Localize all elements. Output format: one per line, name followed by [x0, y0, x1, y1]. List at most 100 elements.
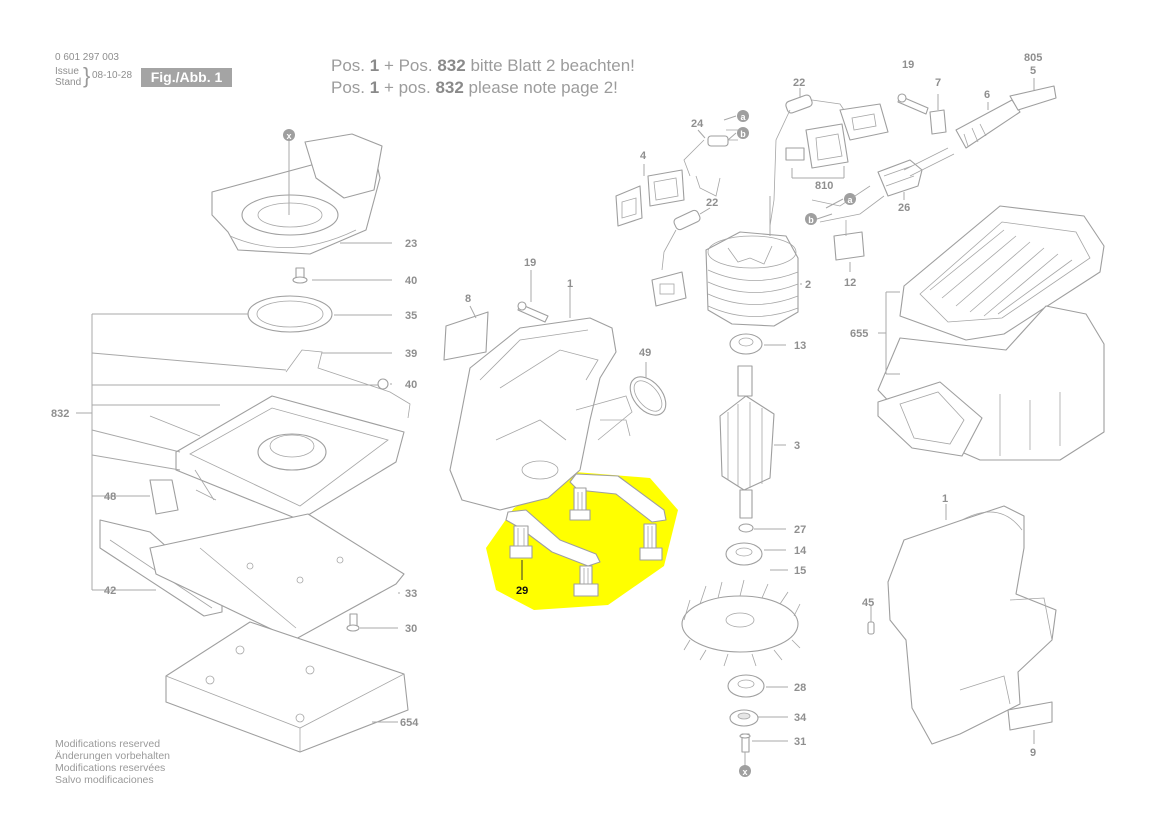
label-48: 48 [104, 491, 116, 503]
spring-pad-48 [149, 479, 217, 515]
footer-line-en: Modifications reserved [55, 738, 161, 750]
label-5: 5 [1030, 65, 1036, 77]
notice-de-post: bitte Blatt 2 beachten! [465, 56, 635, 75]
footer-line-de: Änderungen vorbehalten [55, 750, 171, 762]
cable-wires [811, 147, 955, 223]
label-9: 9 [1030, 747, 1036, 759]
housing-half-1 [449, 284, 633, 511]
label-810: 810 [815, 180, 833, 192]
damping-bracket-29-a[interactable] [569, 473, 667, 561]
marker-x-bottom [739, 765, 751, 777]
label-655: 655 [850, 328, 868, 340]
suppressor-24 [683, 129, 738, 197]
label-22-top: 22 [793, 77, 805, 89]
screw-31 [739, 733, 788, 766]
issue-date: 08-10-28 [92, 70, 133, 81]
label-31: 31 [794, 736, 806, 748]
label-1-right: 1 [942, 493, 948, 505]
notice-de-pre: Pos. [331, 56, 370, 75]
label-6: 6 [984, 89, 990, 101]
label-30: 30 [405, 623, 417, 635]
label-15: 15 [794, 565, 806, 577]
label-40-lower: 40 [405, 379, 417, 391]
screw-30 [346, 613, 398, 632]
terminal-26 [877, 159, 923, 200]
screw-19-center [517, 270, 549, 323]
dust-box-lid-655 [899, 205, 1105, 341]
label-8: 8 [465, 293, 471, 305]
label-35: 35 [405, 310, 417, 322]
date-brace: } [83, 63, 91, 88]
label-13: 13 [794, 340, 806, 352]
armature-3 [719, 365, 786, 519]
label-plate-9 [1007, 701, 1053, 744]
label-34: 34 [794, 712, 807, 724]
label-45: 45 [862, 597, 874, 609]
dust-box-body [877, 305, 1105, 461]
footer-line-es: Salvo modificaciones [55, 774, 154, 786]
label-19-center: 19 [524, 257, 536, 269]
label-14: 14 [794, 545, 807, 557]
figure-badge: Fig./Abb. 1 [141, 68, 232, 87]
oring-49 [629, 362, 667, 416]
pad-base-654 [165, 621, 409, 753]
part-29-highlight[interactable] [486, 472, 678, 610]
housing-half-1-outer [887, 504, 1057, 745]
screw-40-lower [377, 378, 392, 390]
label-832: 832 [51, 408, 69, 420]
circlip-27 [738, 523, 786, 533]
marker-a-right-text: a [847, 195, 853, 205]
marker-a-top [737, 110, 749, 122]
label-42: 42 [104, 585, 116, 597]
notice-en-post: please note page 2! [463, 78, 618, 97]
notice-de-pos1: 1 [369, 56, 380, 75]
marker-x-top-text: x [286, 131, 291, 141]
cable-clamp-7 [929, 94, 947, 135]
marker-b-right-text: b [808, 215, 814, 225]
label-19-right: 19 [902, 59, 914, 71]
label-22-mid: 22 [706, 197, 718, 209]
marker-b-top [737, 127, 749, 139]
label-654: 654 [400, 717, 419, 729]
fan-15 [681, 569, 801, 667]
field-stator-2 [705, 196, 802, 327]
spring-clip-39 [285, 349, 411, 419]
label-40-top: 40 [405, 275, 417, 287]
sanding-pad-33 [149, 513, 405, 641]
notice-line-english: Pos. 1 + pos. 832 please note page 2! [331, 78, 618, 98]
base-plate-frame [149, 395, 405, 521]
label-23: 23 [405, 238, 417, 250]
notice-de-pos2: 832 [437, 56, 466, 75]
label-12: 12 [844, 277, 856, 289]
capacitor-12 [833, 220, 865, 272]
notice-line-german: Pos. 1 + Pos. 832 bitte Blatt 2 beachten… [331, 56, 635, 76]
label-39: 39 [405, 348, 417, 360]
ring-35 [247, 295, 392, 333]
part-number: 0 601 297 003 [55, 52, 119, 63]
pin-45 [867, 606, 875, 635]
screw-40-top [292, 267, 392, 284]
eccentric-34 [729, 709, 788, 727]
label-2: 2 [805, 279, 811, 291]
bearing-13 [729, 333, 786, 355]
bearing-28 [727, 674, 788, 698]
notice-en-mid: + pos. [379, 78, 436, 97]
bracket-832 [76, 313, 378, 591]
notice-de-mid: + Pos. [379, 56, 438, 75]
label-29[interactable]: 29 [516, 585, 528, 597]
issue-label: Issue [55, 66, 79, 77]
label-24: 24 [691, 118, 704, 130]
damping-bracket-29-b[interactable] [505, 509, 601, 597]
part-labels: 23 40 35 39 40 832 48 42 33 30 654 8 19 … [51, 52, 1042, 777]
electronic-module-810 [785, 103, 889, 179]
notice-en-pre: Pos. [331, 78, 370, 97]
power-cord-6 [955, 78, 1057, 149]
marker-a-top-text: a [740, 112, 746, 122]
footer-line-fr: Modifications reservées [55, 762, 166, 774]
label-28: 28 [794, 682, 806, 694]
label-plate-8 [443, 305, 489, 361]
capacitor-22-mid [661, 207, 711, 271]
label-1-center: 1 [567, 278, 573, 290]
label-27: 27 [794, 524, 806, 536]
switch-4 [615, 164, 685, 227]
